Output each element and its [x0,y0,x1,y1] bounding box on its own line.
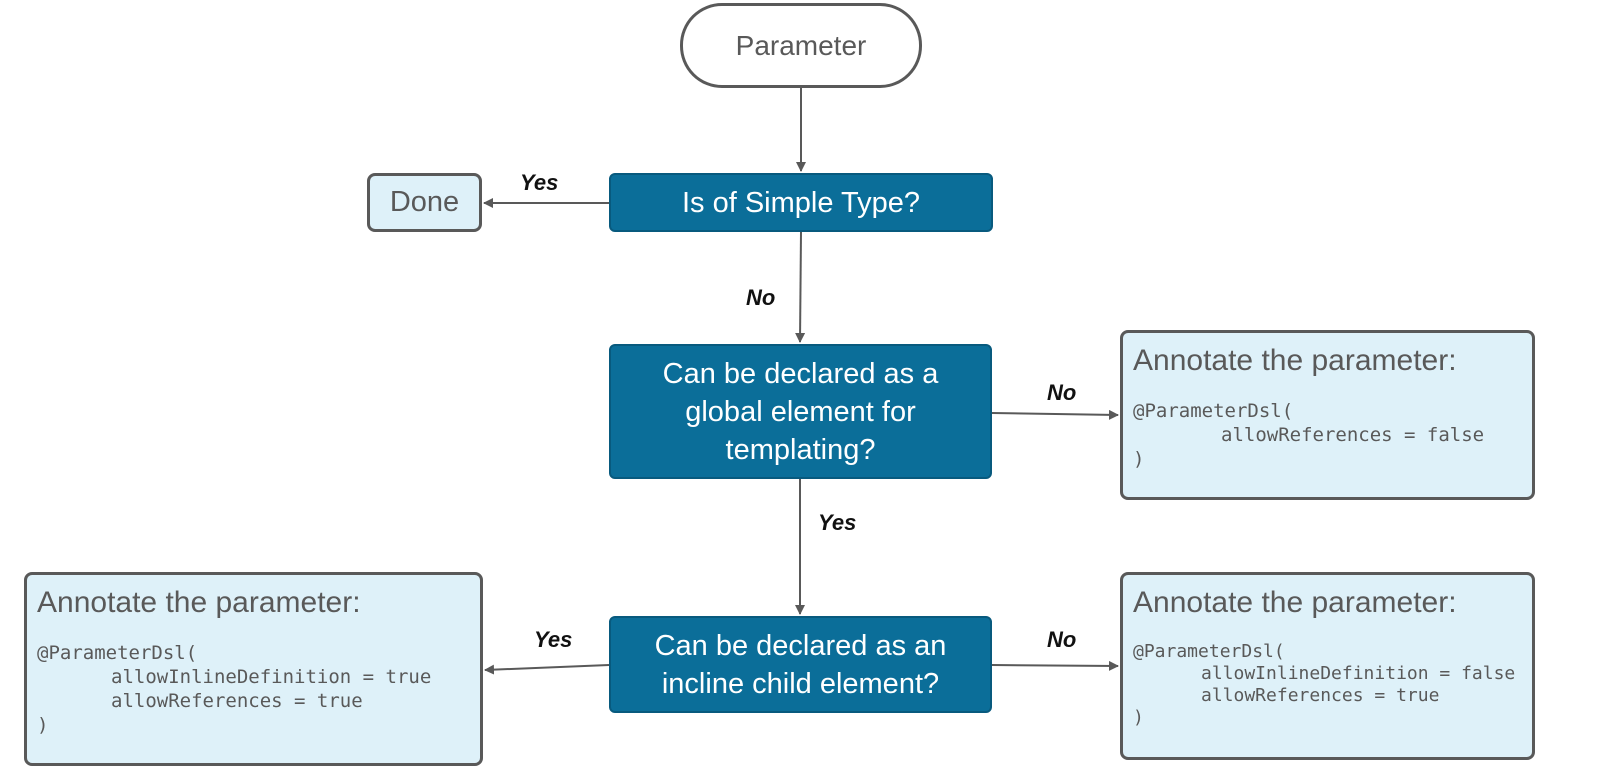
start-label: Parameter [735,29,867,61]
decision-global-element: Can be declared as a global element for … [609,344,992,479]
arrow-inline-to-inline-true-note [484,664,610,675]
decision-global-line-2: global element for [685,395,916,428]
code-line: ) [1133,448,1145,470]
decision-inline-child: Can be declared as an incline child elem… [609,616,992,713]
note-title: Annotate the parameter: [37,586,361,619]
code-line: @ParameterDsl( [1133,400,1294,422]
edge-label-global-yes: Yes [818,510,857,535]
done-node: Done [367,173,482,232]
code-line: allowInlineDefinition = true [111,666,432,688]
code-line: allowReferences = true [111,690,363,712]
code-line: allowInlineDefinition = false [1201,663,1516,684]
note-allow-inline-false: Annotate the parameter: @ParameterDsl( a… [1120,572,1535,760]
decision-inline-line-1: Can be declared as an [654,629,947,662]
edge-label-inline-yes: Yes [534,627,573,652]
code-block: @ParameterDsl( allowReferences = false ) [1133,399,1532,471]
code-line: @ParameterDsl( [1133,641,1285,662]
code-line: @ParameterDsl( [37,642,198,664]
note-allow-references-false: Annotate the parameter: @ParameterDsl( a… [1120,330,1535,500]
code-line: allowReferences = true [1201,685,1440,706]
code-line: allowReferences = false [1221,424,1485,446]
edge-label-global-no: No [1047,380,1077,405]
decision-global-line-3: templating? [725,433,876,466]
note-title: Annotate the parameter: [1133,344,1457,377]
decision-global-line-1: Can be declared as a [662,357,939,390]
code-block: @ParameterDsl( allowInlineDefinition = f… [1133,641,1532,729]
start-node: Parameter [680,3,922,88]
done-label: Done [389,186,460,218]
decision-simple-type-label: Is of Simple Type? [681,186,921,219]
edge-label-simple-no: No [746,285,776,310]
decision-simple-type: Is of Simple Type? [609,173,993,232]
arrow-global-to-refs-note [991,409,1119,420]
note-title: Annotate the parameter: [1133,586,1457,619]
decision-inline-line-2: incline child element? [661,667,940,700]
arrow-inline-to-inline-false-note [991,660,1119,671]
code-line: ) [37,714,49,736]
edge-label-inline-no: No [1047,627,1077,652]
code-line: ) [1133,707,1144,728]
code-block: @ParameterDsl( allowInlineDefinition = t… [37,641,480,737]
arrow-simple-to-global [795,231,806,343]
edge-label-simple-yes: Yes [520,170,559,195]
note-allow-inline-true: Annotate the parameter: @ParameterDsl( a… [24,572,483,766]
